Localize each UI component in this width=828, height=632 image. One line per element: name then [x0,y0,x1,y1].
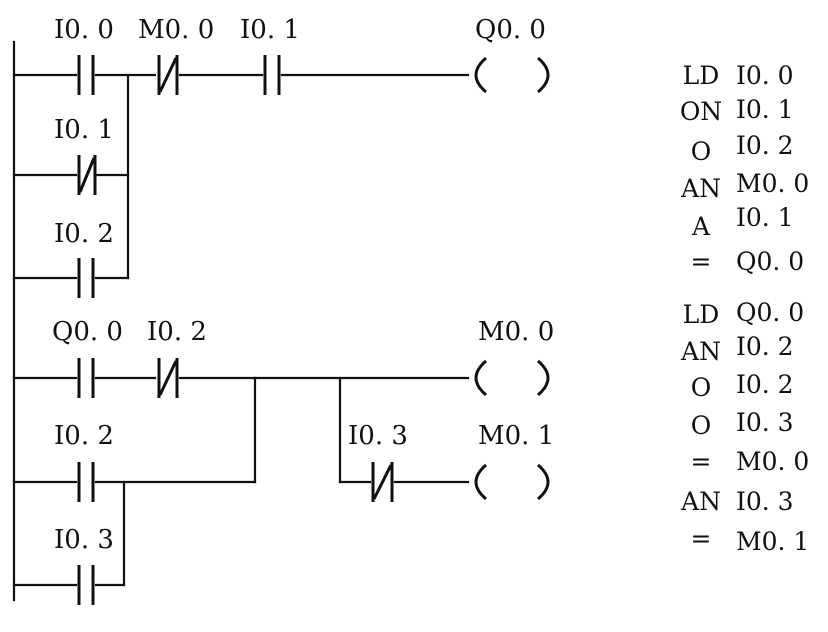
instruction-operand: I0. 1 [736,95,794,124]
instruction-operand: I0. 3 [736,408,794,437]
contact-no-i0-0 [77,55,95,95]
contact-no-i0-2-rung2 [77,462,95,502]
label-i0-2-branch-rung2: I0. 2 [54,421,114,451]
label-i0-3-nc: I0. 3 [348,421,408,451]
instruction-operand: M0. 0 [736,169,809,198]
coil-m0-1 [474,463,550,501]
label-i0-1: I0. 1 [240,15,300,45]
label-m0-0: M0. 0 [138,15,214,45]
instruction-op: O [691,137,712,166]
instruction-op: = [691,447,712,476]
instruction-op: O [691,373,712,402]
label-i0-3-branch: I0. 3 [54,525,114,555]
instruction-operand: Q0. 0 [736,298,804,327]
instruction-op: ON [680,97,722,126]
instruction-op: AN [680,174,721,203]
instruction-operand: I0. 1 [736,203,794,232]
rung-2: Q0. 0 I0. 2 M0. 0 I0. 2 I0. 3 M0. 1 I0. … [12,317,554,605]
coil-m0-0 [474,359,550,397]
instruction-operand: Q0. 0 [736,247,804,276]
instruction-op: O [691,411,712,440]
instruction-op: AN [680,337,721,366]
contact-nc-i0-1 [77,155,97,195]
label-i0-1-branch: I0. 1 [54,115,114,145]
label-i0-2-rung2: I0. 2 [147,317,207,347]
instruction-op: LD [683,61,720,90]
instruction-operand: M0. 0 [736,447,809,476]
label-i0-2-branch: I0. 2 [54,219,114,249]
instruction-operand: I0. 2 [736,332,794,361]
instruction-op: A [691,212,711,241]
instruction-op: = [691,247,712,276]
rung-1: I0. 0 M0. 0 I0. 1 Q0. 0 I0. 1 I0. 2 [12,15,550,298]
label-q0-0-coil: Q0. 0 [475,15,546,45]
label-m0-1-coil: M0. 1 [478,421,554,451]
label-q0-0: Q0. 0 [52,317,123,347]
instruction-operand: I0. 2 [736,370,794,399]
instruction-list: LD I0. 0 ON I0. 1 O I0. 2 AN M0. 0 A I0.… [680,61,810,556]
instruction-op: = [691,524,712,553]
instruction-op: AN [680,487,721,516]
contact-no-i0-3 [77,565,95,605]
contact-nc-m0-0 [157,55,179,95]
contact-no-i0-2 [77,258,95,298]
instruction-operand: I0. 0 [736,61,794,90]
instruction-op: LD [683,300,720,329]
contact-nc-i0-2 [157,358,179,398]
label-m0-0-coil: M0. 0 [478,317,554,347]
contact-no-i0-1 [263,55,281,95]
label-i0-0: I0. 0 [54,15,114,45]
coil-q0-0 [474,56,550,94]
instruction-operand: M0. 1 [736,527,809,556]
instruction-operand: I0. 3 [736,487,794,516]
contact-no-q0-0 [77,358,95,398]
instruction-operand: I0. 2 [736,131,794,160]
contact-nc-i0-3 [371,462,394,502]
